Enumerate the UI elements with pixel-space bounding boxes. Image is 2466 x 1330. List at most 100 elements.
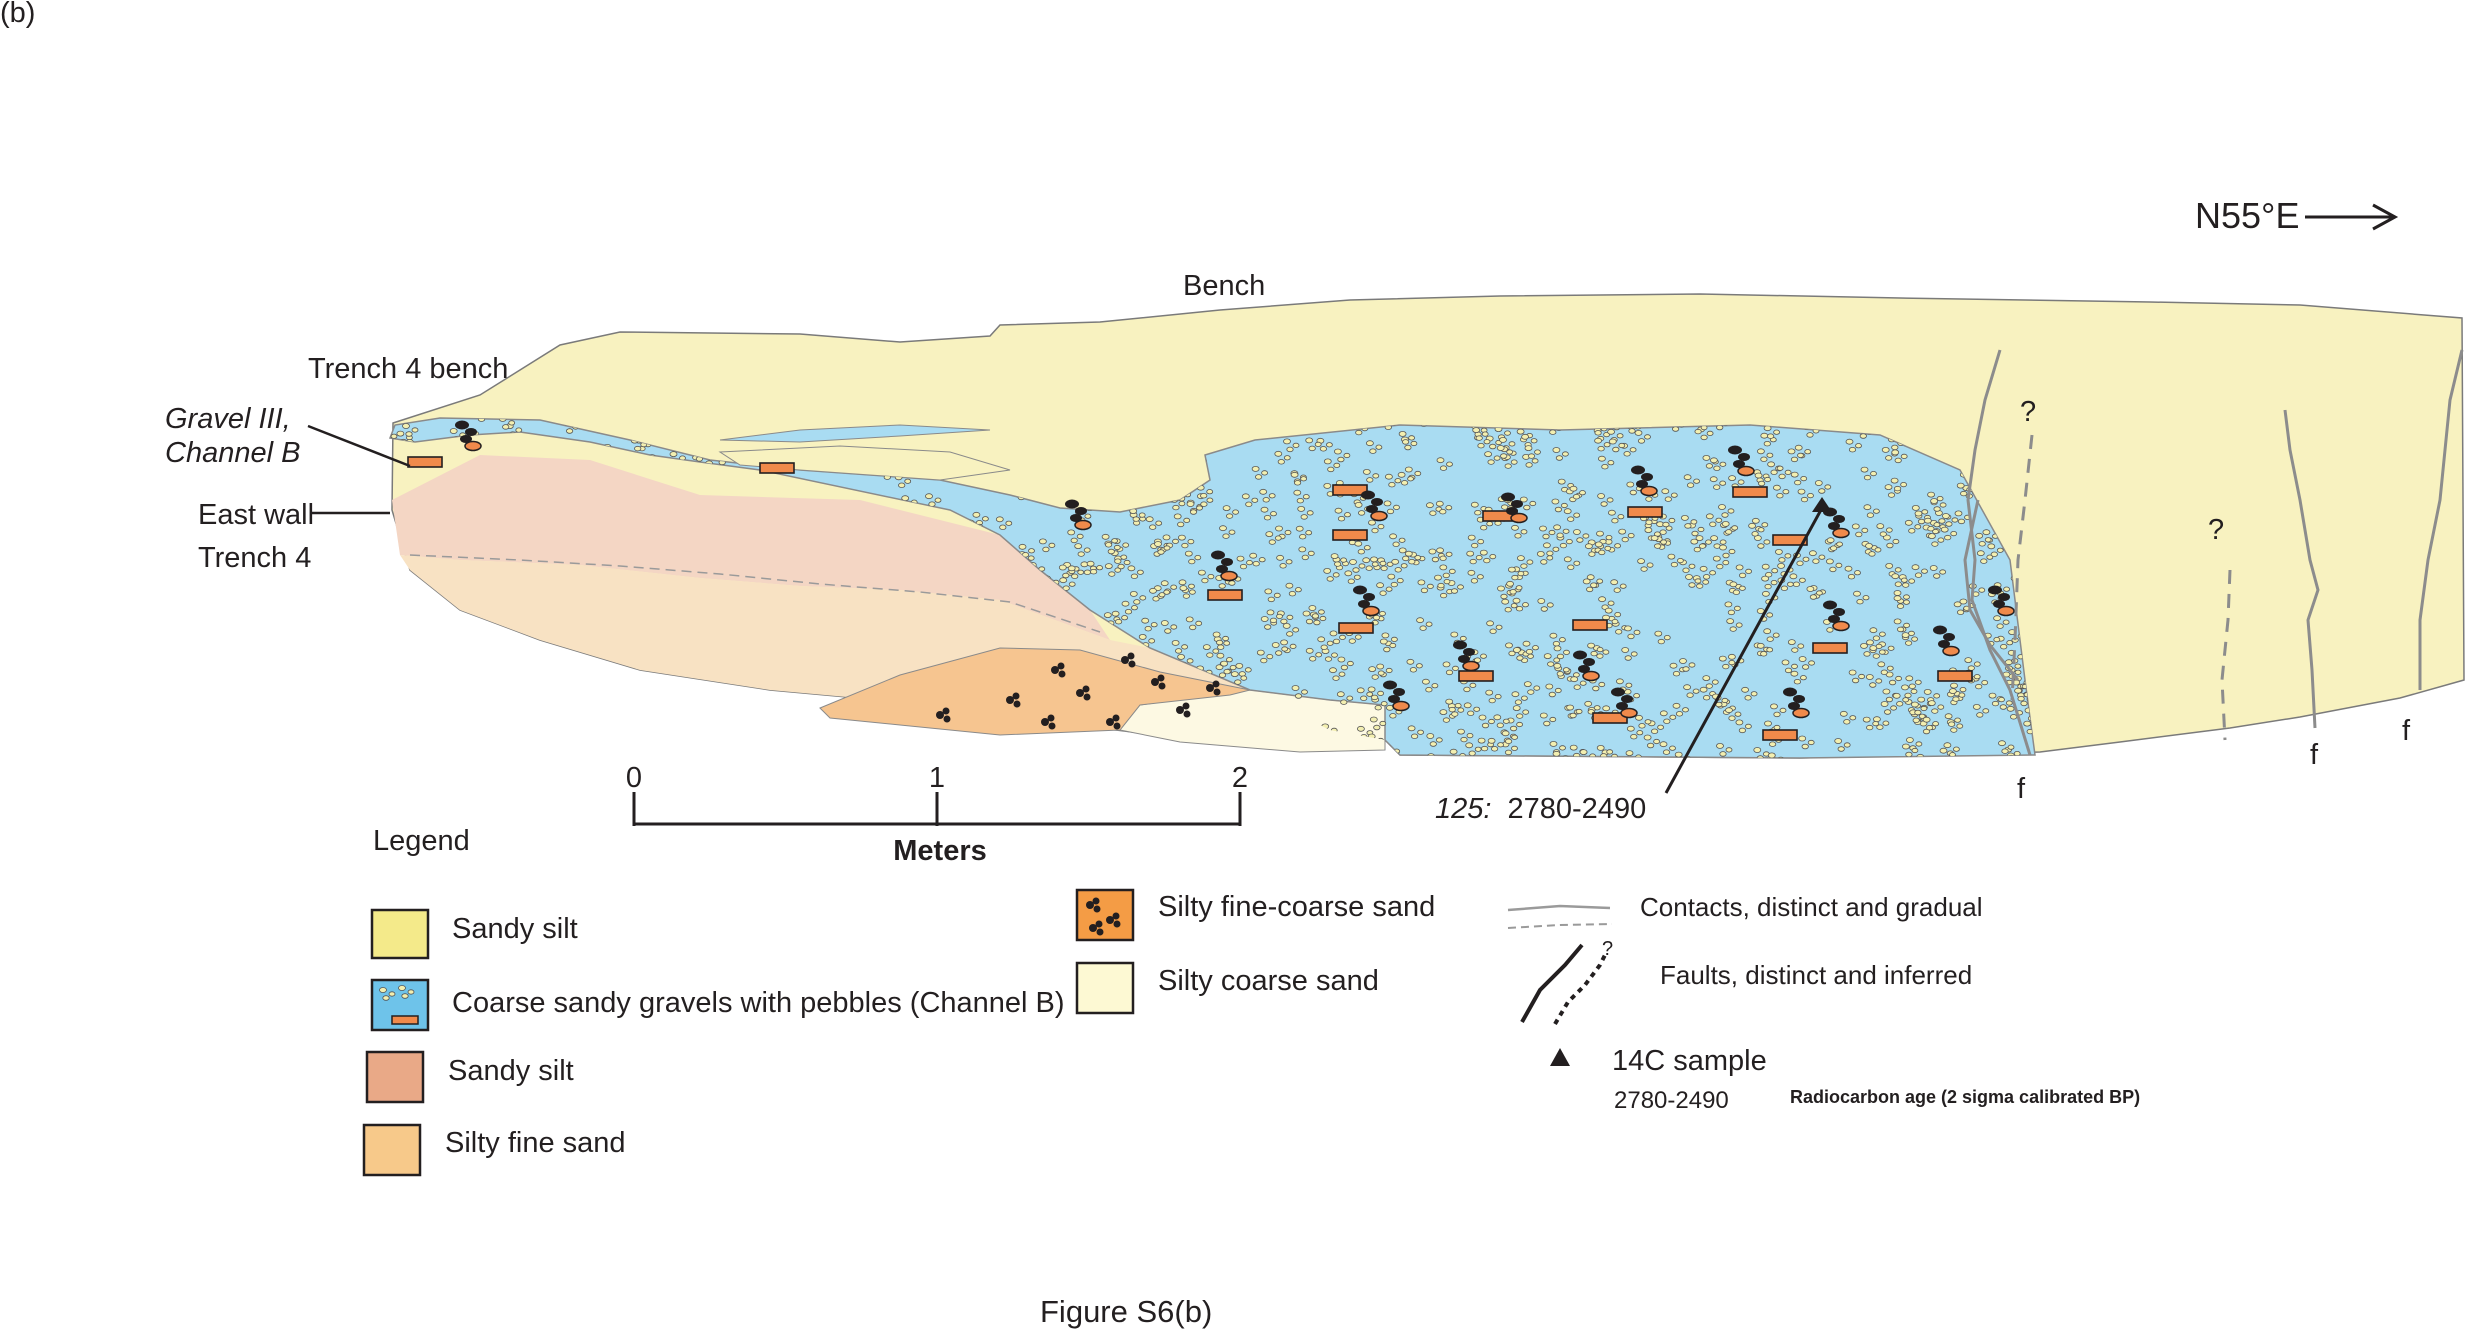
legend-fault-question: ? [1602,938,1613,960]
gravel-dot [609,709,626,723]
gravel-dot [615,705,633,720]
gravel-dot [645,672,662,687]
gravel-dot [790,704,807,719]
gravel-dot [1711,767,1727,780]
gravel-dot [399,637,417,651]
gravel-dot [511,716,529,731]
gravel-dot [861,738,879,753]
gravel-dot [459,762,475,775]
gravel-dot [635,699,652,714]
gravel-dot [518,713,536,728]
gravel-dot [1121,754,1138,758]
gravel-dot [536,726,553,740]
gravel-dot [1294,764,1310,777]
gravel-dot [450,764,466,777]
gravel-dot [395,618,413,633]
legend-sample-triangle [1550,1048,1570,1066]
gravel-dot [834,750,851,758]
gravel-dot [739,726,757,741]
question-mark-1: ? [2020,396,2036,428]
question-mark-2: ? [2208,514,2224,546]
gravel-dot [727,690,744,705]
sample-age: 2780-2490 [1508,793,1647,825]
gravel-dot [390,607,407,621]
legend-label-silty-fine-sand: Silty fine sand [445,1127,626,1159]
gravel-dot [969,753,987,758]
gravel-dot [419,710,436,725]
gravel-dot [1501,767,1517,780]
gravel-dot [474,723,491,738]
gravel-dot [433,737,450,751]
gravel-dot [1063,736,1080,750]
gravel-dot [667,681,684,696]
gravel-dot [424,595,442,610]
gravel-dot [1435,761,1451,774]
inferred-fault-lines [2010,434,2232,741]
fault-mark-1: f [2017,773,2026,805]
legend-label-sample-age: 2780-2490 [1614,1087,1729,1114]
gravel-dot [411,606,428,621]
direction-label: N55°E [2195,195,2299,236]
gravel-dot [421,624,439,639]
gravel-dot [599,716,616,730]
gravel-dot [489,752,506,758]
gravel-dot [1127,766,1143,779]
gravel-dot [564,694,581,708]
gravel-dot [1370,753,1387,758]
gravel-dot [508,659,526,673]
gravel-dot [832,766,848,779]
gravel-dot [430,648,448,663]
gravel-dot [1213,764,1229,777]
gravel-dot [529,713,546,728]
gravel-dot [1353,757,1370,758]
gravel-dot [577,707,595,722]
legend-label-sample: 14C sample [1612,1045,1767,1077]
gravel-dot [625,699,642,713]
gravel-dot [404,588,422,602]
trench-log [307,293,2465,794]
gravel-dot [1788,761,1804,774]
gravel-dot [451,676,468,691]
gravel-dot [1582,764,1598,777]
gravel-dot [436,669,453,684]
gravel-dot [552,646,569,660]
gravel-dot [493,672,510,686]
bench-label: Bench [1183,270,1265,302]
gravel-dot [437,688,454,703]
gravel-dot [440,687,457,701]
gravel-dot [1078,747,1095,758]
gravel-dot [1439,766,1455,779]
gravel-dot [678,715,695,729]
gravel-dot [1196,750,1213,758]
gravel-dot [390,573,393,588]
gravel-dot [743,717,760,731]
gravel-dot [478,678,495,692]
gravel-dot [441,721,458,736]
silty-fine-coarse-sand-unit [819,647,1251,736]
legend-swatch-silty-fine-sand [362,1123,422,1177]
east-wall-label-line1: East wall [198,499,314,531]
gravel-dot [421,634,438,649]
gravel-dot [466,660,483,675]
legend-label-silty-coarse-sand: Silty coarse sand [1158,965,1379,997]
gravel-dot [827,723,844,738]
gravel-dot [727,755,744,758]
gravel-dot [753,734,770,748]
gravel-dot [727,747,745,758]
sample-label: 125: 2780-2490 [1435,793,1646,825]
gravel-dot [590,680,607,695]
gravel-dot [1001,737,1018,752]
gravel-dot [1873,767,1889,780]
gravel-dot [447,691,464,705]
gravel-dot [1012,745,1030,758]
legend-swatch-silty-coarse-sand [1075,961,1135,1015]
legend-contacts-symbol [1507,904,1613,929]
gravel-dot [1132,750,1149,758]
legend-label-faults: Faults, distinct and inferred [1660,960,1972,990]
gravel-dot [418,643,435,657]
gravel-dot [1154,749,1171,758]
gravel-dot [568,720,585,735]
gravel-dot [506,735,523,750]
gravel-dot [770,696,787,711]
gravel-dot [664,730,681,744]
